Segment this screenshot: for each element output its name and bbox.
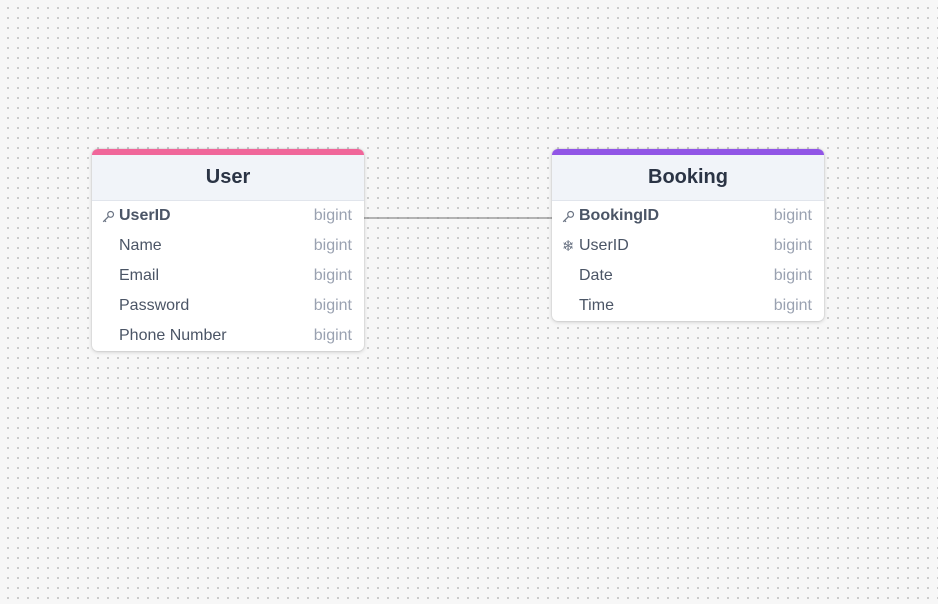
- field-type: bigint: [773, 207, 812, 224]
- field-type: bigint: [313, 297, 352, 314]
- table-user[interactable]: User UserID bigint Name bigint Email big…: [92, 149, 364, 351]
- field-type: bigint: [773, 297, 812, 314]
- key-icon: [102, 210, 119, 223]
- field-name: Email: [119, 267, 160, 284]
- field-type: bigint: [773, 267, 812, 284]
- field-name: Date: [579, 267, 613, 284]
- field-name: UserID: [579, 237, 629, 254]
- field-row-time[interactable]: Time bigint: [552, 291, 824, 321]
- field-name: Name: [119, 237, 162, 254]
- field-row-date[interactable]: Date bigint: [552, 261, 824, 291]
- field-row-phone-number[interactable]: Phone Number bigint: [92, 321, 364, 351]
- table-booking[interactable]: Booking BookingID bigint ❄ UserID bigint…: [552, 149, 824, 321]
- field-name: BookingID: [579, 207, 659, 224]
- table-title[interactable]: User: [92, 155, 364, 201]
- field-name: Phone Number: [119, 327, 227, 344]
- field-row-userid[interactable]: UserID bigint: [92, 201, 364, 231]
- table-accent-bar: [552, 149, 824, 155]
- table-accent-bar: [92, 149, 364, 155]
- field-row-email[interactable]: Email bigint: [92, 261, 364, 291]
- field-row-userid-fk[interactable]: ❄ UserID bigint: [552, 231, 824, 261]
- field-type: bigint: [313, 267, 352, 284]
- key-icon: [562, 210, 579, 223]
- field-type: bigint: [313, 237, 352, 254]
- field-name: Password: [119, 297, 190, 314]
- table-title[interactable]: Booking: [552, 155, 824, 201]
- field-name: Time: [579, 297, 614, 314]
- field-row-password[interactable]: Password bigint: [92, 291, 364, 321]
- field-row-name[interactable]: Name bigint: [92, 231, 364, 261]
- field-type: bigint: [313, 207, 352, 224]
- field-name: UserID: [119, 207, 171, 224]
- field-type: bigint: [313, 327, 352, 344]
- snowflake-icon: ❄: [562, 237, 575, 255]
- field-type: bigint: [773, 237, 812, 254]
- field-row-bookingid[interactable]: BookingID bigint: [552, 201, 824, 231]
